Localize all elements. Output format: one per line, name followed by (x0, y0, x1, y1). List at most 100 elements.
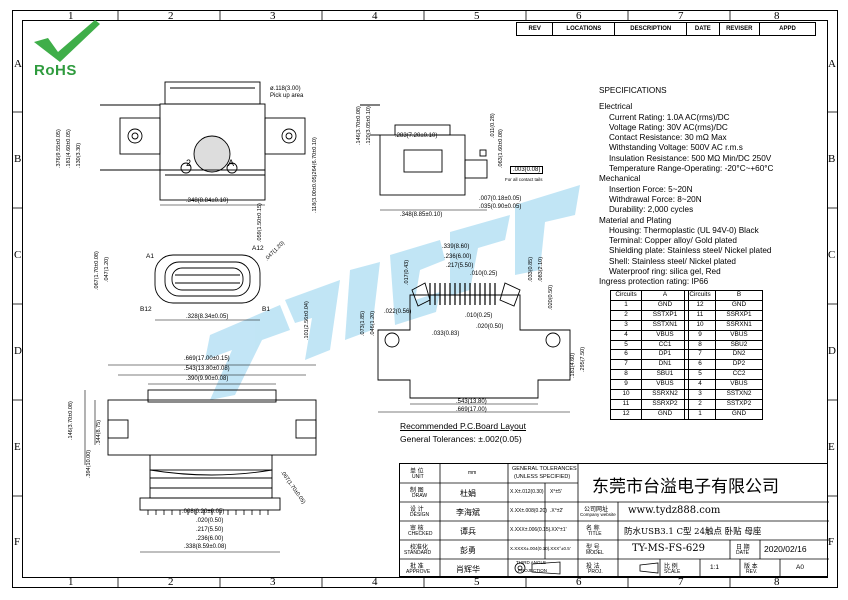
checked-label-en: CHECKED (408, 531, 433, 537)
drawn-value: 杜娟 (460, 489, 476, 498)
pcb-layout-title: Recommended P.C.Board Layout (400, 421, 527, 431)
title-block-grid (400, 464, 829, 578)
pin-signal: SSRXP2 (641, 398, 689, 410)
spec-line: Durability: 2,000 cycles (609, 205, 694, 215)
approve-label-en: APPROVE (406, 569, 431, 575)
spec-line: Current Rating: 1.0A AC(rms)/DC (609, 112, 730, 122)
row-letter: B (828, 153, 836, 165)
pin-circuit: 3 (610, 319, 642, 331)
pin-signal: SBU2 (715, 339, 763, 351)
rohs-logo (34, 20, 100, 62)
dim-label: .063(1.60±0.08) (498, 129, 504, 168)
pin-signal: SBU1 (641, 369, 689, 381)
pin-circuit: 7 (684, 349, 716, 361)
design-label-en: DESIGN (410, 512, 430, 518)
col-number: 8 (774, 10, 780, 22)
pin-signal: SSTXP1 (641, 309, 689, 321)
dim-label: .011(0.28) (490, 113, 496, 138)
dim-label: .047(1.20) (104, 256, 110, 282)
date-value: 2020/02/16 (764, 544, 807, 554)
dim-label: .130(3.30) (76, 142, 82, 168)
dim-label: .217(5.50) (446, 263, 474, 269)
pin-signal: GND (641, 299, 689, 311)
dim-label: .394(10.00) (86, 449, 92, 478)
pin-header: Circuits (684, 290, 716, 301)
pin-label: A1 (146, 253, 154, 260)
pin-signal: CC1 (641, 339, 689, 351)
website-label-en: Company website (580, 512, 616, 517)
dim-label: ø.118(3.00) (270, 86, 301, 92)
pin-circuit: 6 (684, 359, 716, 371)
approve-value: 肖辉华 (456, 565, 480, 574)
dim-label: .543(13.80) (456, 399, 487, 405)
checked-label: 审 核 (410, 526, 424, 532)
standard-label-en: STANDARD (404, 550, 432, 556)
dim-label: .046(1.20) (370, 310, 376, 336)
model-label-en: MODEL (586, 550, 604, 556)
pin-circuit: 5 (684, 369, 716, 381)
website-value: www.tydz888.com (628, 505, 721, 516)
dim-label: .283(7.20±0.10) (395, 133, 438, 139)
dim-label: .181(4.60) (570, 352, 576, 378)
pin-circuit: 8 (610, 369, 642, 381)
spec-line: Withstanding Voltage: 500V AC r.m.s (609, 143, 743, 153)
row-letter: A (14, 58, 22, 70)
general-tolerance: General Tolerances: ±.002(0.05) (400, 434, 522, 444)
dim-label: .059(1.50±0.15) (257, 203, 263, 242)
col-number: 7 (678, 10, 684, 22)
rev-label-en: REV. (746, 569, 758, 575)
spec-line: Insulation Resistance: 500 MΩ Min/DC 250… (609, 153, 772, 163)
pin-circuit: 10 (610, 389, 642, 400)
spec-line: Terminal: Copper alloy/ Gold plated (609, 236, 737, 246)
checked-value: 谭兵 (460, 527, 476, 536)
pin-signal: VBUS (641, 379, 689, 391)
spec-line: Ingress protection rating: IP66 (599, 277, 709, 287)
dim-label: .003(0.08) (510, 166, 544, 174)
date-label: 日 期 (736, 545, 750, 551)
tolerance-value: .XX°±1' (550, 527, 567, 533)
pin-circuit: 10 (684, 319, 716, 331)
spec-line: Contact Resistance: 30 mΩ Max (609, 133, 727, 143)
pin-signal: DP2 (715, 359, 763, 371)
spec-title: SPECIFICATIONS (599, 86, 667, 95)
pin-signal: VBUS (641, 329, 689, 341)
tolerance-value: .X°±2' (550, 508, 564, 514)
pin-circuit: 3 (684, 389, 716, 400)
dim-label: .236(6.00) (196, 536, 224, 542)
row-letter: A (828, 58, 836, 70)
col-number: 5 (474, 10, 480, 22)
row-letter: D (14, 345, 22, 357)
dim-label: .376(9.55±0.05) (56, 129, 62, 168)
pin-circuit: 2 (610, 309, 642, 321)
tolerance-value: X.XXXX±.004(0.10) (510, 546, 550, 551)
dim-label: .020(0.50) (548, 284, 554, 310)
tolerance-value: .XXX°±0.5' (549, 546, 571, 551)
pin-signal: VBUS (715, 329, 763, 341)
spec-heading: Electrical (599, 102, 633, 112)
standard-label: 校准化 (410, 545, 429, 551)
dim-label: .146(3.70±0.08) (356, 106, 362, 145)
spec-line: Withdrawal Force: 8~20N (609, 194, 702, 204)
scale-label-en: SCALE (664, 569, 681, 575)
dim-label: .328(8.34±0.05) (186, 314, 229, 320)
pin-signal: GND (715, 408, 763, 420)
tolerance-value: X.X±.012(0.30) (510, 489, 544, 495)
circle-label: A (228, 158, 235, 168)
row-letter: B (14, 153, 22, 165)
spec-line: Waterproof ring: silica gel, Red (609, 267, 721, 277)
rohs-text: RoHS (34, 62, 77, 79)
spec-line: Shielding plate: Stainless steel/ Nickel… (609, 246, 772, 256)
